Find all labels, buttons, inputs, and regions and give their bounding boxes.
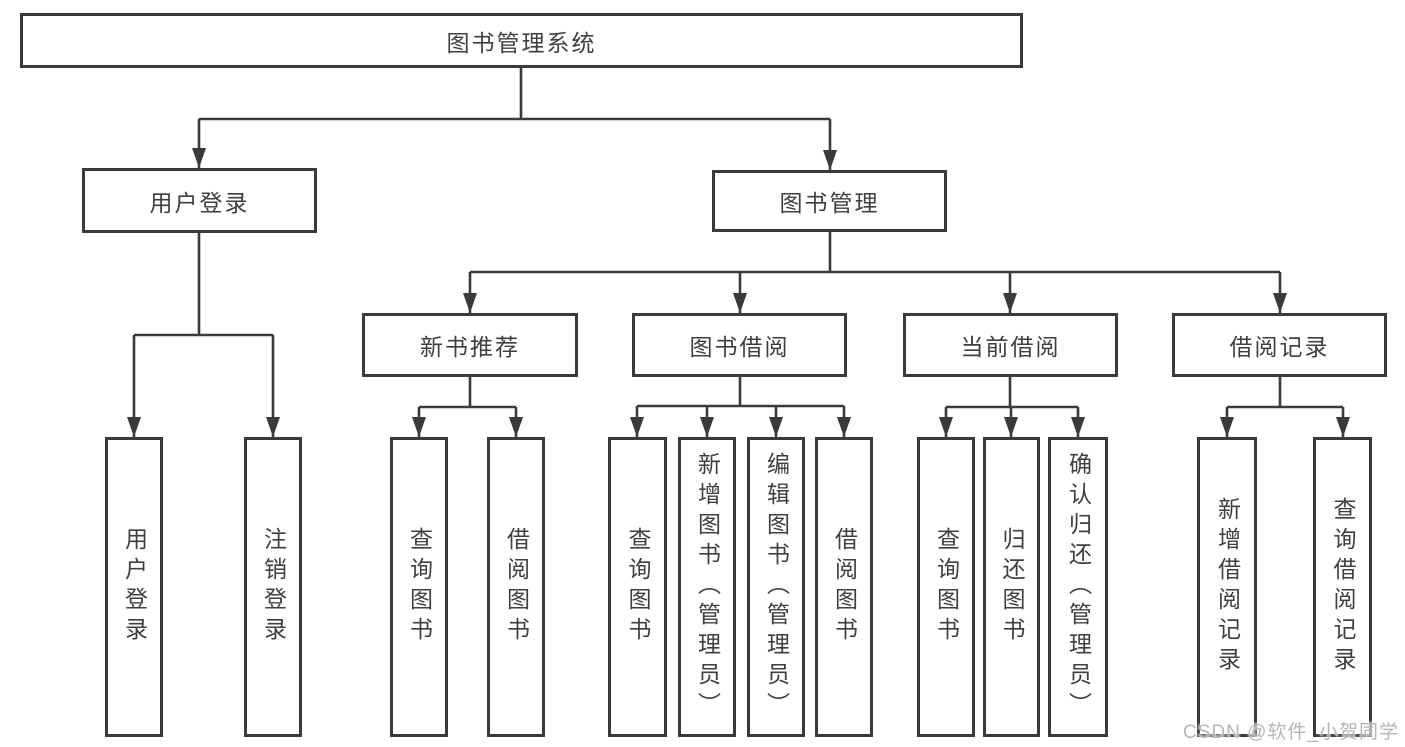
- leaf-logout-label: 注销登录: [260, 527, 287, 647]
- leaf-user-login: 用户登录: [105, 437, 163, 737]
- leaf-confirm-return-admin: 确认归还（管理员）: [1048, 437, 1108, 737]
- node-current-borrow-label: 当前借阅: [960, 334, 1061, 360]
- leaf-borrow-books: 借阅图书: [815, 437, 873, 737]
- leaf-edit-books-admin-label: 编辑图书（管理员）: [763, 452, 790, 722]
- node-new-book-recommend: 新书推荐: [362, 313, 578, 377]
- node-book-management: 图书管理: [712, 170, 947, 232]
- leaf-current-query-books: 查询图书: [917, 437, 975, 737]
- node-borrow-records-label: 借阅记录: [1229, 334, 1330, 360]
- leaf-confirm-return-admin-label: 确认归还（管理员）: [1065, 452, 1092, 722]
- leaf-edit-books-admin: 编辑图书（管理员）: [747, 437, 805, 737]
- leaf-current-query-books-label: 查询图书: [933, 527, 960, 647]
- csdn-watermark: CSDN @软件_小贺同学: [1183, 722, 1399, 743]
- node-current-borrow: 当前借阅: [903, 313, 1118, 377]
- node-book-management-label: 图书管理: [779, 190, 880, 216]
- leaf-recommend-query-books: 查询图书: [390, 437, 448, 737]
- leaf-recommend-query-books-label: 查询图书: [406, 527, 433, 647]
- leaf-add-borrow-record: 新增借阅记录: [1197, 437, 1257, 737]
- leaf-borrow-query-books-label: 查询图书: [625, 527, 651, 647]
- leaf-borrow-query-books: 查询图书: [608, 437, 667, 737]
- leaf-query-borrow-record: 查询借阅记录: [1313, 437, 1372, 737]
- leaf-add-books-admin-label: 新增图书（管理员）: [694, 452, 721, 722]
- node-book-borrow-label: 图书借阅: [689, 334, 790, 360]
- leaf-query-borrow-record-label: 查询借阅记录: [1330, 497, 1356, 677]
- leaf-add-books-admin: 新增图书（管理员）: [678, 437, 736, 737]
- node-root-library-system: 图书管理系统: [20, 13, 1023, 68]
- leaf-return-books-label: 归还图书: [999, 527, 1025, 647]
- node-root-label: 图书管理系统: [446, 29, 597, 56]
- node-borrow-records: 借阅记录: [1172, 313, 1387, 377]
- leaf-logout: 注销登录: [244, 437, 302, 737]
- leaf-return-books: 归还图书: [983, 437, 1040, 737]
- leaf-add-borrow-record-label: 新增借阅记录: [1214, 497, 1241, 677]
- leaf-recommend-borrow-books-label: 借阅图书: [503, 527, 530, 647]
- node-user-login: 用户登录: [82, 168, 317, 233]
- leaf-recommend-borrow-books: 借阅图书: [487, 437, 545, 737]
- node-user-login-label: 用户登录: [149, 189, 250, 216]
- node-book-borrow: 图书借阅: [632, 313, 847, 377]
- leaf-borrow-books-label: 借阅图书: [831, 527, 858, 647]
- node-new-book-recommend-label: 新书推荐: [420, 334, 520, 360]
- leaf-user-login-label: 用户登录: [121, 527, 148, 647]
